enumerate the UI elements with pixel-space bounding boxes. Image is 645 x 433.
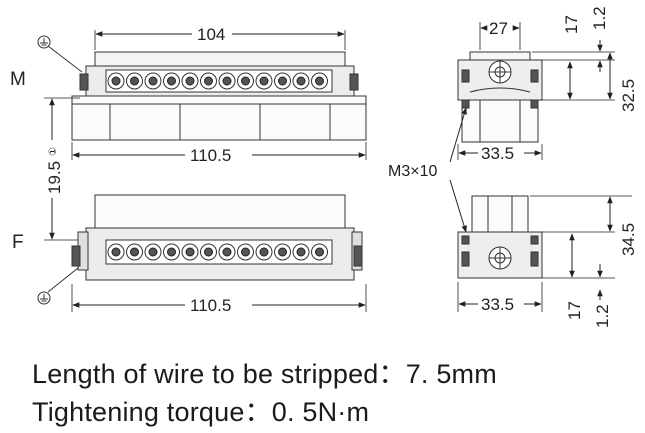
contact-pin-core — [130, 76, 139, 86]
male-side-screws — [461, 69, 539, 109]
dim-female-vertical — [530, 195, 632, 300]
dim-male-length-value: 110.5 — [190, 146, 231, 165]
contact-pin-core — [222, 247, 232, 257]
female-side-view — [457, 195, 543, 279]
female-ground-symbol-icon — [37, 267, 79, 305]
contact-pin-core — [296, 247, 306, 257]
contact-pin-core — [259, 247, 269, 257]
contact-pin-core — [148, 247, 158, 257]
contact-pin-core — [111, 247, 121, 257]
male-label: M — [10, 69, 26, 90]
contact-pin-core — [185, 247, 195, 257]
dim-male-1-2-value: 1.2 — [590, 6, 609, 30]
dim-male-vertical — [532, 40, 615, 101]
contact-pin-core — [185, 76, 195, 86]
contact-pin-core — [148, 76, 158, 86]
contact-pin-core — [111, 76, 121, 86]
strip-length-note: Length of wire to be stripped：7. 5mm — [32, 359, 497, 389]
contact-pin-core — [315, 247, 324, 257]
dim-gap-value: 19.5 — [45, 161, 64, 194]
dim-top-width — [94, 30, 346, 50]
contact-pin-core — [204, 76, 213, 86]
dim-side-top-width — [479, 22, 521, 50]
contact-pin-core — [222, 76, 232, 86]
female-side-screws — [461, 235, 539, 267]
male-side-view — [457, 51, 543, 143]
female-contact-row — [107, 243, 328, 261]
dim-side-male-width — [457, 144, 543, 160]
contact-pin-core — [130, 247, 139, 257]
contact-pin-core — [167, 76, 176, 86]
dim-male-height-value: 32.5 — [619, 79, 638, 112]
dim-side-female-width-value: 33.5 — [481, 295, 514, 314]
dim-gap — [44, 97, 80, 241]
male-contact-row — [107, 72, 328, 90]
contact-pin-core — [167, 247, 176, 257]
contact-pin-core — [204, 247, 213, 257]
contact-pin-core — [241, 76, 250, 86]
male-ground-symbol-icon — [37, 35, 83, 73]
contact-pin-core — [241, 247, 250, 257]
dim-side-top-width-value: 27 — [489, 19, 508, 38]
female-label: F — [12, 232, 24, 253]
male-front-view — [71, 51, 367, 141]
dim-female-length — [71, 284, 367, 312]
contact-pin-core — [315, 76, 324, 86]
dim-male-length — [71, 142, 367, 160]
dim-side-male-width-value: 33.5 — [481, 144, 514, 163]
male-locking-screws — [79, 73, 359, 91]
contact-pin-core — [296, 76, 306, 86]
dim-female-17-value: 17 — [565, 301, 584, 320]
torque-note: Tightening torque：0. 5N·m — [32, 397, 370, 427]
contact-pin-core — [278, 247, 287, 257]
dim-top-width-value: 104 — [197, 25, 225, 44]
screw-leader-lines — [449, 107, 467, 233]
female-front-view — [77, 194, 363, 281]
dim-female-1-2-value: 1.2 — [593, 304, 612, 328]
dim-gap-note-mark: ① — [48, 147, 59, 156]
dim-female-length-value: 110.5 — [190, 296, 231, 315]
contact-pin-core — [259, 76, 269, 86]
screw-label: M3×10 — [388, 163, 437, 180]
contact-pin-core — [278, 76, 287, 86]
female-locking-screws — [71, 245, 363, 267]
dim-female-height-value: 34.5 — [619, 223, 638, 256]
dim-male-17-value: 17 — [562, 15, 581, 34]
dim-side-female-width — [457, 282, 543, 312]
